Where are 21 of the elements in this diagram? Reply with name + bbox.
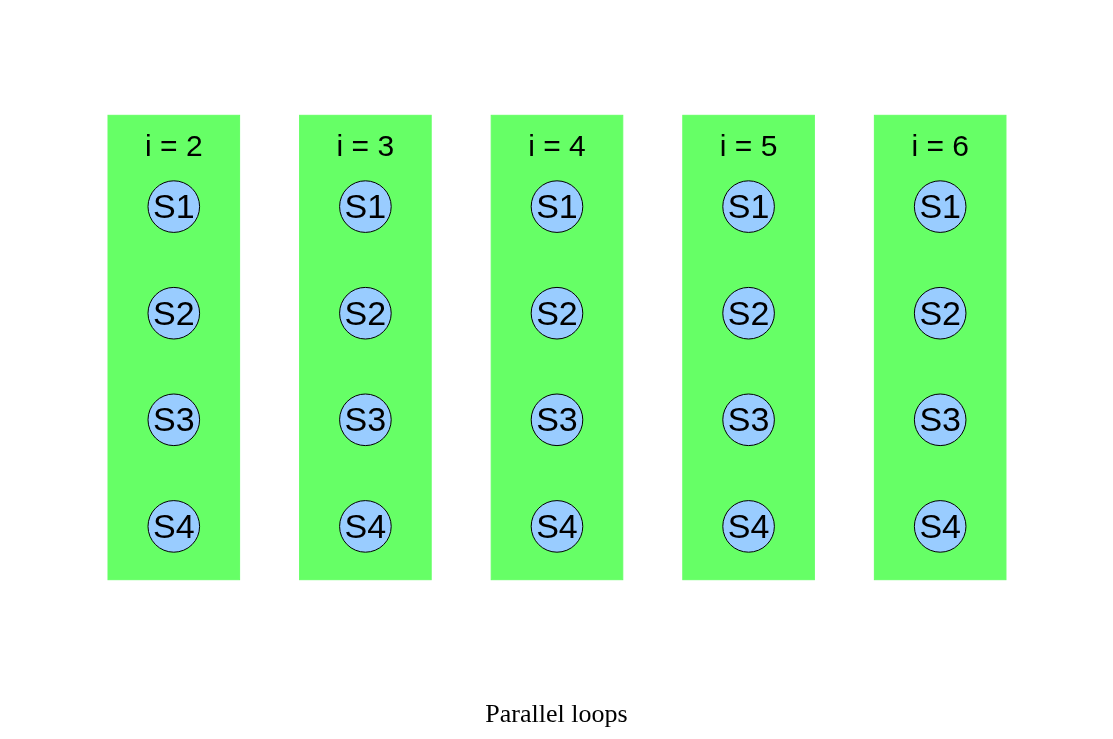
node-circle: S1 [721, 180, 775, 233]
node-circle: S2 [530, 286, 583, 340]
node-circle: S2 [147, 286, 200, 340]
node-circle: S1 [147, 180, 200, 233]
node-circle: S3 [338, 393, 392, 447]
node-circle: S4 [147, 500, 200, 553]
node-circle: S2 [721, 286, 775, 340]
node-circle: S1 [338, 180, 392, 233]
node-circle: S2 [913, 286, 966, 340]
node-circle: S2 [338, 286, 392, 340]
node-circle: S4 [530, 500, 583, 553]
node-circle: S1 [913, 180, 966, 233]
node-circle: S3 [913, 393, 966, 447]
node-circle: S3 [721, 393, 775, 447]
node-circle: S1 [530, 180, 583, 233]
caption: Parallel loops [485, 698, 628, 730]
node-circle: S3 [530, 393, 583, 447]
node-circle: S4 [913, 500, 966, 553]
node-circle: S4 [721, 500, 775, 553]
node-circle: S4 [338, 500, 392, 553]
node-circle: S3 [147, 393, 200, 447]
